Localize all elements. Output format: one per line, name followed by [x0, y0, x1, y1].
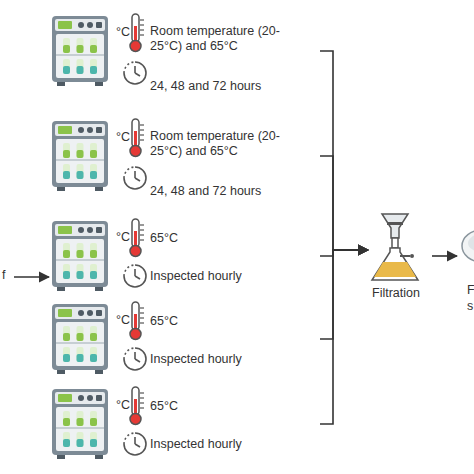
- oven-icon: [52, 121, 108, 191]
- connector-arrow: [320, 51, 368, 250]
- partial-label: s: [467, 299, 474, 314]
- connector-arrow: [320, 250, 368, 339]
- incubation-step: °C 65°C Inspected hourly: [50, 385, 320, 463]
- temperature-label: Room temperature (20-25°C) and 65°C: [150, 129, 290, 159]
- partial-label: f: [2, 268, 14, 283]
- step-label: Filtration: [360, 286, 432, 301]
- unit-label: °C: [116, 230, 140, 245]
- unit-label: °C: [116, 398, 140, 413]
- cropped-node: Fs: [458, 215, 474, 315]
- connector-arrow: [14, 276, 49, 278]
- thermometer-icon: [130, 219, 144, 257]
- clock-icon: [124, 265, 146, 287]
- temperature-label: 65°C: [150, 231, 290, 246]
- temperature-label: 65°C: [150, 314, 290, 329]
- thermometer-icon: [130, 119, 144, 157]
- thermometer-icon: [130, 14, 144, 52]
- time-label: Inspected hourly: [150, 269, 310, 284]
- oven-icon: [52, 389, 108, 459]
- incubation-step: °C 65°C Inspected hourly: [50, 217, 320, 295]
- connector-arrow: [320, 156, 368, 250]
- thermometer-icon: [130, 302, 144, 340]
- unit-label: °C: [116, 25, 140, 40]
- time-label: 24, 48 and 72 hours: [150, 184, 310, 199]
- cropped-node: f: [0, 266, 14, 288]
- unit-label: °C: [116, 130, 140, 145]
- incubation-step: °CRoom temperature (20-25°C) and 65°C24,…: [50, 117, 320, 195]
- connector-arrow: [432, 255, 457, 257]
- clock-icon: [124, 167, 146, 189]
- incubation-step: °CRoom temperature (20-25°C) and 65°C24,…: [50, 12, 320, 90]
- unit-label: °C: [116, 313, 140, 328]
- connector-arrow: [320, 250, 368, 256]
- clock-icon: [124, 433, 146, 455]
- oven-icon: [52, 16, 108, 86]
- temperature-label: 65°C: [150, 399, 290, 414]
- thermometer-icon: [130, 387, 144, 425]
- filtration-flask: [372, 214, 418, 280]
- clock-icon: [124, 62, 146, 84]
- connector-arrow: [320, 250, 368, 424]
- filtration-step: Filtration: [360, 208, 432, 304]
- incubation-step: °C 65°C Inspected hourly: [50, 300, 320, 378]
- time-label: 24, 48 and 72 hours: [150, 79, 310, 94]
- time-label: Inspected hourly: [150, 437, 310, 452]
- clock-icon: [124, 348, 146, 370]
- oven-icon: [52, 304, 108, 374]
- time-label: Inspected hourly: [150, 352, 310, 367]
- partial-label: F: [467, 283, 474, 298]
- temperature-label: Room temperature (20-25°C) and 65°C: [150, 24, 290, 54]
- oven-icon: [52, 221, 108, 291]
- result-dish-partial: [462, 230, 474, 262]
